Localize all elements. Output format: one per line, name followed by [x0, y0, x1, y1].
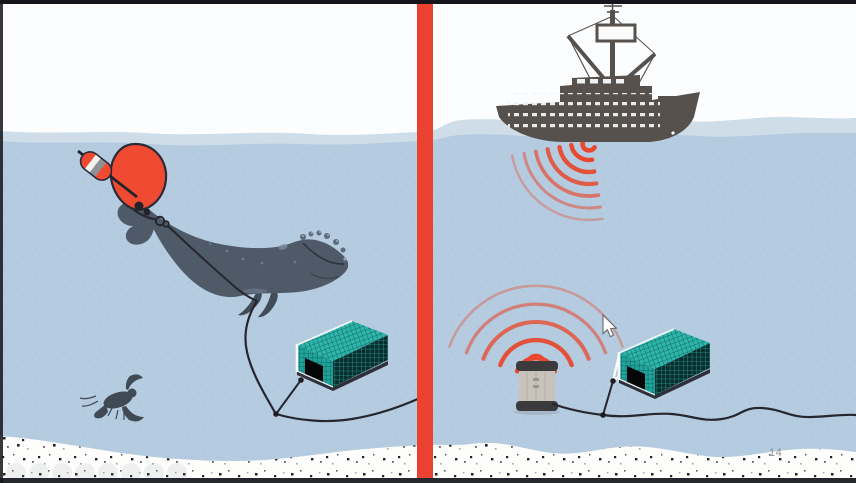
- right-ground-line: [551, 380, 856, 421]
- whale-flipper: [258, 289, 278, 318]
- entangling-rope: [132, 208, 278, 416]
- lobster: [79, 374, 144, 422]
- whale-body: [150, 211, 349, 298]
- right-panel-ropeless-gear: [448, 0, 856, 421]
- slide-number: 14: [769, 447, 783, 459]
- left-panel-traditional-gear: [76, 142, 422, 423]
- cabin-windows: [508, 93, 660, 129]
- whale-spots: [208, 242, 297, 294]
- acoustic-signal-from-vessel: [511, 139, 604, 222]
- whale-jaw-line: [309, 272, 340, 279]
- buoy-shackle: [143, 208, 151, 216]
- mouse-cursor: [602, 313, 618, 338]
- foredeck-block: [658, 96, 680, 106]
- mast: [610, 10, 615, 94]
- whale-mouth-line: [302, 242, 345, 265]
- rope-junction: [298, 377, 304, 383]
- whale-flipper: [238, 288, 262, 316]
- panel-divider: [417, 0, 433, 483]
- left-ground-line: [274, 379, 422, 423]
- whale-callosity-highlights: [301, 230, 347, 261]
- crows-nest: [595, 23, 637, 43]
- rope-junction: [273, 411, 279, 417]
- bridge-windows: [577, 79, 624, 84]
- surface-buoy: [109, 142, 168, 216]
- rope-junction: [600, 412, 606, 418]
- buoy-shackle: [134, 201, 144, 211]
- hull-marking: [671, 131, 675, 135]
- stick-buoy: [76, 148, 138, 199]
- acoustic-release-device: [514, 361, 560, 415]
- rope-junction: [610, 378, 616, 384]
